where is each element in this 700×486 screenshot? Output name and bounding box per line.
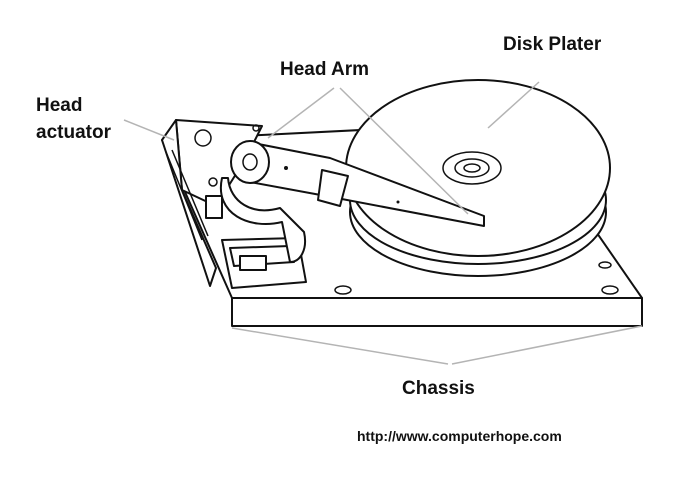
head-actuator-label-line2: actuator	[36, 122, 111, 143]
actuator-connector	[239, 255, 267, 271]
disk-plater-leader	[487, 81, 540, 129]
head-actuator-label-line1: Head	[36, 95, 83, 116]
actuator-rivet	[208, 177, 218, 187]
spindle-hub	[463, 163, 481, 173]
head-arm-pivot	[230, 140, 270, 184]
chassis-leader-right	[451, 325, 643, 365]
disk-plater-label: Disk Plater	[503, 34, 602, 55]
spindle-outer-ring	[442, 151, 502, 185]
actuator-side-wall	[161, 119, 217, 287]
chassis-screw-hole	[601, 285, 619, 295]
chassis-leader-left	[231, 327, 449, 365]
actuator-coil-edge	[165, 151, 203, 241]
chassis-label: Chassis	[402, 378, 475, 399]
actuator-screw	[194, 129, 212, 147]
head-arm	[230, 140, 485, 227]
chassis-front-face	[231, 297, 643, 327]
actuator-post	[205, 195, 223, 219]
head-actuator-assembly	[161, 119, 307, 289]
source-url: http://www.computerhope.com	[357, 428, 562, 444]
flex-cable	[219, 177, 306, 263]
chassis-screw-hole	[598, 261, 612, 269]
head-arm-rivet	[284, 166, 288, 170]
actuator-rivet	[252, 124, 260, 132]
head-arm-rivet	[396, 200, 400, 204]
chassis-screw-hole	[334, 285, 352, 295]
disk-platter	[345, 79, 611, 277]
head-arm-leader-left	[267, 87, 335, 139]
head-arm-clamp	[317, 169, 349, 207]
spindle-middle-ring	[454, 158, 490, 178]
head-arm-pivot-bearing	[242, 153, 258, 171]
platter-top	[345, 79, 611, 257]
leader-lines	[123, 81, 643, 365]
head-arm-label: Head Arm	[280, 59, 370, 80]
actuator-coil-edge	[171, 149, 209, 237]
head-arm-leader-right	[339, 87, 469, 215]
head-actuator-leader	[123, 119, 175, 141]
